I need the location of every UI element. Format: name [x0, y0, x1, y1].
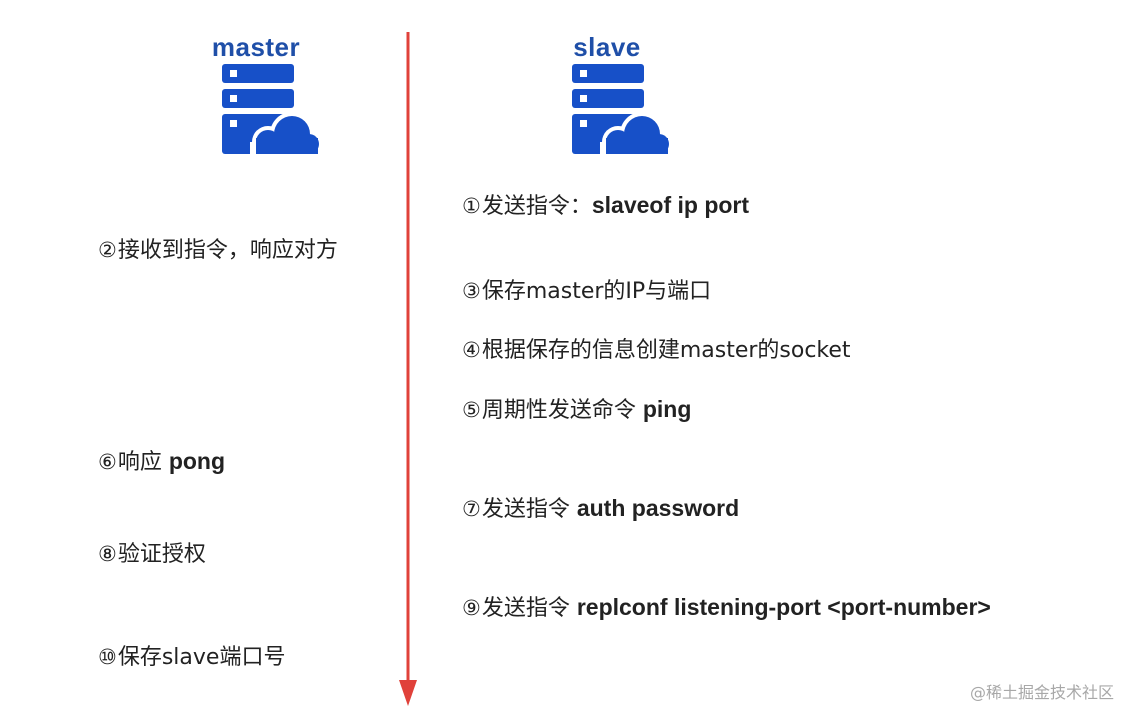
step-2-text: 接收到指令，响应对方 [117, 238, 338, 263]
step-3: ③保存master的IP与端口 [462, 276, 711, 307]
step-7: ⑦发送指令 auth password [462, 493, 739, 525]
step-10: ⑩保存slave端口号 [98, 642, 285, 673]
slave-server-icon [572, 64, 670, 158]
step-7-command: auth password [576, 495, 740, 521]
step-6-text: 响应 [117, 450, 169, 475]
master-server-icon [222, 64, 320, 158]
timeline-arrow [399, 32, 417, 706]
step-5-text: 周期性发送命令 [481, 398, 643, 423]
step-8-text: 验证授权 [117, 542, 206, 567]
step-1: ①发送指令：slaveof ip port [462, 190, 749, 222]
step-6-command: pong [168, 448, 226, 474]
step-2-number: ② [98, 238, 117, 262]
step-9-text: 发送指令 [481, 596, 577, 621]
step-1-text: 发送指令： [481, 194, 592, 219]
step-9: ⑨发送指令 replconf listening-port <port-numb… [462, 592, 991, 624]
step-4-number: ④ [462, 338, 481, 362]
step-9-command: replconf listening-port <port-number> [576, 594, 991, 620]
slave-title: slave [573, 32, 641, 62]
step-9-number: ⑨ [462, 596, 481, 620]
watermark: @稀土掘金技术社区 [969, 683, 1114, 702]
step-4-text: 根据保存的信息创建master的socket [481, 338, 851, 363]
master-title: master [211, 32, 301, 62]
step-1-command: slaveof ip port [591, 192, 750, 218]
step-6: ⑥响应 pong [98, 446, 225, 478]
step-8: ⑧验证授权 [98, 539, 206, 570]
step-8-number: ⑧ [98, 542, 117, 566]
step-3-text: 保存master的IP与端口 [481, 279, 712, 304]
step-7-number: ⑦ [462, 497, 481, 521]
step-7-text: 发送指令 [481, 497, 577, 522]
step-4: ④根据保存的信息创建master的socket [462, 335, 851, 366]
step-5: ⑤周期性发送命令 ping [462, 394, 691, 426]
step-6-number: ⑥ [98, 450, 117, 474]
step-2: ②接收到指令，响应对方 [98, 235, 338, 266]
step-5-command: ping [642, 396, 692, 422]
step-10-text: 保存slave端口号 [117, 645, 286, 670]
step-3-number: ③ [462, 279, 481, 303]
step-5-number: ⑤ [462, 398, 481, 422]
step-10-number: ⑩ [98, 645, 117, 669]
step-1-number: ① [462, 194, 481, 218]
